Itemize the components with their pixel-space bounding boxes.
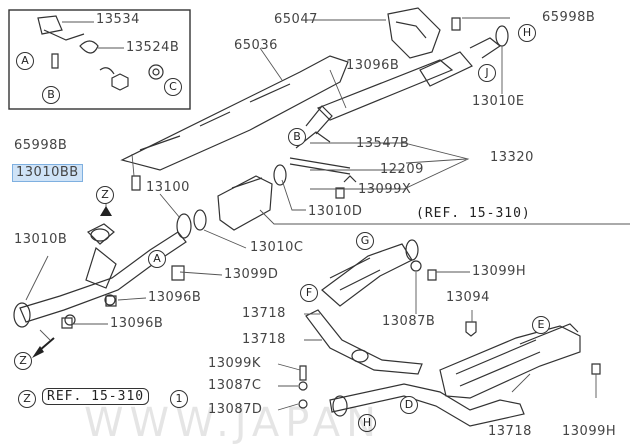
- callout-13534: 13534: [96, 12, 140, 27]
- callout-13099k: 13099K: [208, 356, 261, 371]
- callout-13099d: 13099D: [224, 267, 279, 282]
- circle-letter-d: D: [400, 396, 418, 414]
- callout-13010b: 13010B: [14, 232, 68, 247]
- gasket-13010d: [273, 164, 287, 186]
- hanger-13094: [465, 321, 477, 337]
- circle-letter-f: F: [300, 284, 318, 302]
- callout-65998b-top: 65998B: [542, 10, 596, 25]
- callout-13718-bottom: 13718: [488, 424, 532, 439]
- circle-letter-b-inset: B: [42, 86, 60, 104]
- callout-13096b-low: 13096B: [110, 316, 164, 331]
- circle-letter-e: E: [532, 316, 550, 334]
- callout-12209: 12209: [380, 162, 424, 177]
- callout-13099h-top: 13099H: [472, 264, 527, 279]
- callout-13087b: 13087B: [382, 314, 436, 329]
- callout-13087c: 13087C: [208, 378, 262, 393]
- main-muffler-e: [439, 325, 581, 399]
- circle-letter-b-pipe: B: [288, 128, 306, 146]
- callout-13087d: 13087D: [208, 402, 263, 417]
- center-pipe: [316, 59, 454, 121]
- circle-letter-a-inset: A: [16, 52, 34, 70]
- circle-letter-z-top: Z: [96, 186, 114, 204]
- callout-13320: 13320: [490, 150, 534, 165]
- tail-pipe-13718: [305, 309, 423, 375]
- callout-65998b-left: 65998B: [14, 138, 68, 153]
- reference-mid: (REF. 15-310): [416, 206, 531, 221]
- catalytic-converter-j: [419, 51, 473, 87]
- gasket-13010c: [193, 209, 207, 231]
- reference-bottom-number: 15-310: [91, 389, 145, 404]
- catalytic-converter-13100: [217, 175, 273, 231]
- callout-65036: 65036: [234, 38, 278, 53]
- callout-13010bb: 13010BB: [12, 164, 83, 182]
- callout-65047: 65047: [274, 12, 318, 27]
- callout-13094: 13094: [446, 290, 490, 305]
- reference-mid-prefix: (REF.: [416, 206, 461, 221]
- circle-letter-c-inset: C: [164, 78, 182, 96]
- bracket-12209: [289, 157, 351, 175]
- circle-letter-h-top: H: [518, 24, 536, 42]
- inset-bolt: [51, 53, 59, 69]
- circle-letter-j: J: [478, 64, 496, 82]
- callout-13010c: 13010C: [250, 240, 304, 255]
- callout-13718-b: 13718: [242, 332, 286, 347]
- circle-letter-h-bottom: H: [358, 414, 376, 432]
- callout-13524b: 13524B: [126, 40, 180, 55]
- reference-bottom-prefix: REF.: [47, 389, 83, 404]
- callout-13096b-mid: 13096B: [148, 290, 202, 305]
- circle-letter-a-mid: A: [148, 250, 166, 268]
- callout-13010e: 13010E: [472, 94, 525, 109]
- reference-box-bottom: REF. 15-310: [42, 388, 150, 405]
- callout-13718-a: 13718: [242, 306, 286, 321]
- reference-mid-number: 15-310): [468, 206, 531, 221]
- inset-washer: [99, 67, 115, 75]
- circle-letter-z-arrow: Z: [14, 352, 32, 370]
- rubber-hanger-13087b: [410, 260, 422, 272]
- callout-13099x: 13099X: [358, 182, 412, 197]
- inset-clamp-part: [37, 15, 85, 41]
- inset-hanger-part: [79, 40, 99, 54]
- callout-13100: 13100: [146, 180, 190, 195]
- heat-shield-65047: [387, 7, 441, 59]
- circle-ref-number: 1: [170, 390, 188, 408]
- heat-shield-65036: [120, 55, 349, 171]
- callout-13547b: 13547B: [356, 136, 410, 151]
- arrow-up: [100, 206, 112, 216]
- callout-13096b-top: 13096B: [346, 58, 400, 73]
- circle-letter-z-ref: Z: [18, 390, 36, 408]
- watermark-text: WWW.JAPAN: [84, 400, 383, 444]
- inset-nut: [111, 73, 129, 91]
- callout-13099h-bottom: 13099H: [562, 424, 617, 439]
- inset-detail-box: [8, 9, 191, 110]
- flange-13010e: [495, 25, 509, 47]
- circle-letter-g: G: [356, 232, 374, 250]
- rear-pipe: [329, 383, 525, 427]
- inset-rubber-ring: [148, 64, 164, 80]
- callout-13010d: 13010D: [308, 204, 363, 219]
